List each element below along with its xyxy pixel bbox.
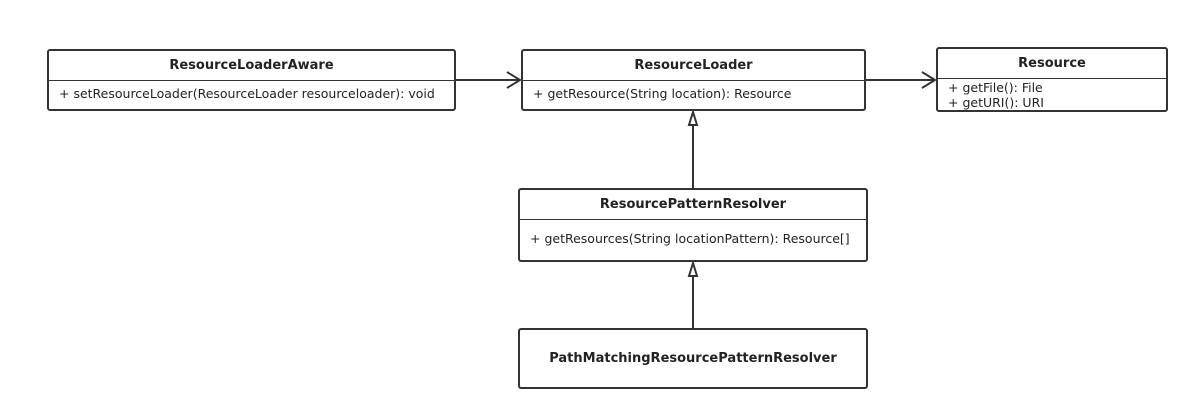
class-methods: + setResourceLoader(ResourceLoader resou… [49,81,454,101]
class-methods: + getResource(String location): Resource [523,81,864,101]
class-methods: + getFile(): File + getURI(): URI [938,79,1166,110]
class-path-matching-resource-pattern-resolver[interactable]: PathMatchingResourcePatternResolver [518,328,868,389]
method-set-resource-loader: + setResourceLoader(ResourceLoader resou… [59,86,435,101]
method-get-uri: + getURI(): URI [948,95,1044,110]
class-resource[interactable]: Resource + getFile(): File + getURI(): U… [936,47,1168,112]
method-get-resources: + getResources(String locationPattern): … [530,231,850,246]
hollow-triangle-arrowhead-icon [687,259,699,277]
class-resource-pattern-resolver[interactable]: ResourcePatternResolver + getResources(S… [518,188,868,262]
method-get-file: + getFile(): File [948,80,1043,95]
open-arrowhead-icon [506,71,522,89]
method-get-resource: + getResource(String location): Resource [533,86,792,101]
class-methods: + getResources(String locationPattern): … [520,220,866,246]
open-arrowhead-icon [921,71,937,89]
class-name: ResourceLoaderAware [49,51,454,81]
class-name: PathMatchingResourcePatternResolver [549,351,837,366]
class-resource-loader[interactable]: ResourceLoader + getResource(String loca… [521,49,866,111]
hollow-triangle-arrowhead-icon [687,108,699,126]
class-name: ResourceLoader [523,51,864,81]
class-name: Resource [938,49,1166,79]
class-name: ResourcePatternResolver [520,190,866,220]
class-resource-loader-aware[interactable]: ResourceLoaderAware + setResourceLoader(… [47,49,456,111]
